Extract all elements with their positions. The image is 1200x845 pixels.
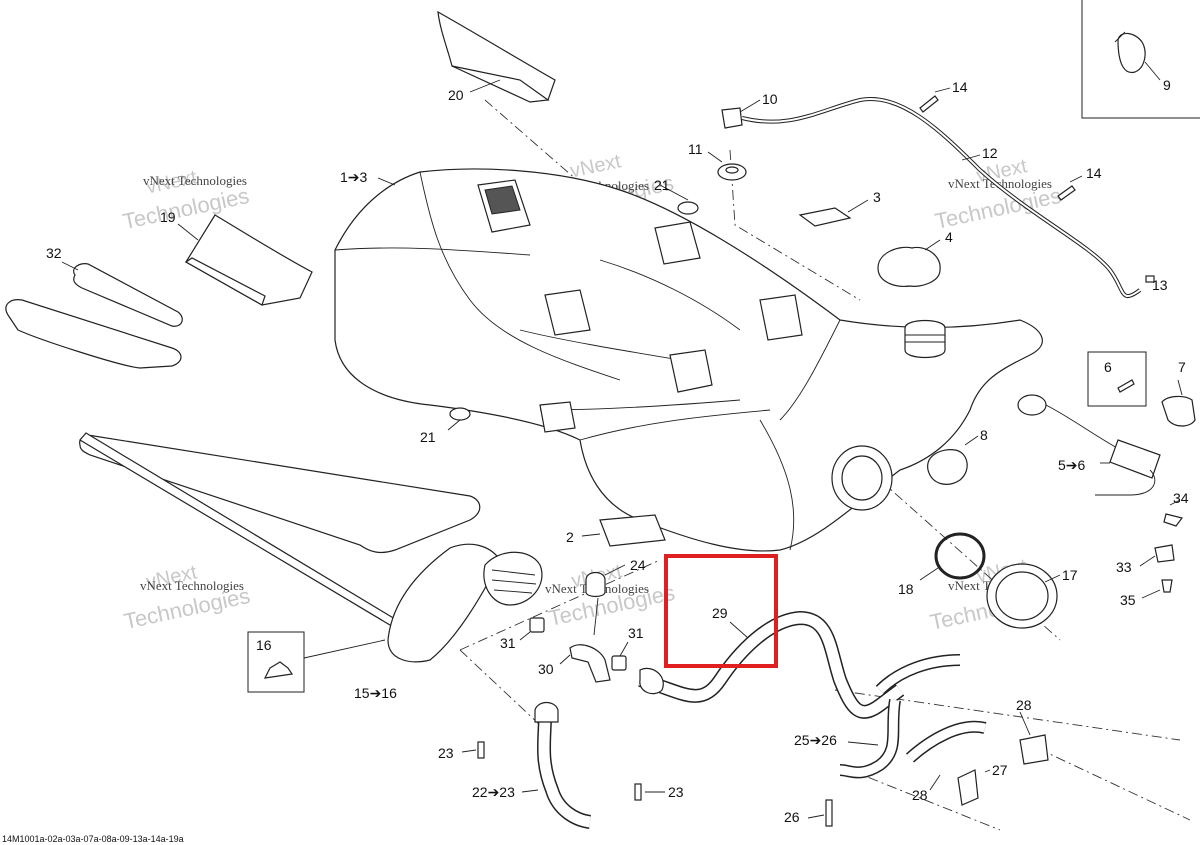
part-34-bracket: 34	[1163, 490, 1189, 527]
part-33-bracket: 33	[1116, 544, 1175, 575]
callout-28-upper: 28	[1016, 697, 1032, 713]
part-17-lock-ring: 17	[986, 563, 1078, 629]
part-3-pad: 3	[798, 189, 881, 227]
callout-18: 18	[898, 581, 914, 597]
callout-23-right: 23	[668, 784, 684, 800]
callout-16: 16	[256, 637, 272, 653]
part-32-tank-pads: 32	[5, 245, 481, 554]
part-29-highlight-box[interactable]: 29	[664, 554, 778, 668]
callout-17: 17	[1062, 567, 1078, 583]
part-11-grommet: 11	[688, 141, 747, 181]
callout-24: 24	[630, 557, 646, 573]
part-15-fuel-pump: 15➔16	[354, 543, 543, 701]
callout-27: 27	[992, 762, 1008, 778]
callout-21-lower: 21	[420, 429, 436, 445]
callout-29: 29	[712, 605, 728, 621]
part-10-vent-valve: 10	[721, 91, 778, 129]
callout-28-lower: 28	[912, 787, 928, 803]
fuel-tank-body	[334, 168, 1043, 552]
watermark-small: vNext Technologies	[143, 173, 247, 188]
callout-23-left: 23	[438, 745, 454, 761]
part-16-inset-box: 16	[247, 631, 386, 693]
part-18-o-ring: 18	[898, 532, 986, 597]
part-19-heat-shield: 19	[160, 209, 313, 306]
part-1-3-label: 1➔3	[340, 169, 396, 186]
callout-13: 13	[1152, 277, 1168, 293]
callout-6: 6	[1104, 359, 1112, 375]
part-2-pad: 2	[566, 514, 666, 547]
part-30-hose: 30	[538, 644, 611, 683]
callout-33: 33	[1116, 559, 1132, 575]
part-27-bracket: 27	[957, 762, 1008, 806]
part-5-level-sensor: 5➔6	[1017, 394, 1161, 496]
callout-4: 4	[945, 229, 953, 245]
callout-11: 11	[688, 141, 703, 157]
watermark-small: vNext Technologies	[140, 578, 244, 593]
callout-10: 10	[762, 91, 778, 107]
part-26-clip: 26	[784, 799, 833, 827]
part-20-heat-shield: 20	[437, 10, 556, 103]
part-21-grommet-lower: 21	[420, 407, 471, 445]
part-28-hose-assembly: 28 28	[875, 654, 1049, 803]
part-31-right-fitting: 31	[611, 625, 644, 671]
part-14-clip-upper: 14	[919, 79, 968, 113]
part-6-inset-box: 6	[1087, 351, 1147, 407]
callout-32: 32	[46, 245, 62, 261]
part-29-fuel-hose	[638, 610, 905, 719]
callout-22-23: 22➔23	[472, 784, 515, 800]
part-24-clamp: 24	[585, 557, 646, 636]
part-25-26-hose: 25➔26	[794, 699, 901, 779]
callout-7: 7	[1178, 359, 1186, 375]
part-12-vent-hose: 12	[741, 96, 1142, 298]
part-23-clip-right: 23	[634, 783, 684, 801]
callout-21-upper: 21	[654, 177, 670, 193]
figure-id: 14M1001a-02a-03a-07a-08a-09-13a-14a-19a	[2, 834, 184, 844]
callout-35: 35	[1120, 592, 1136, 608]
part-31-left-fitting: 31	[500, 617, 545, 651]
part-22-hose: 22➔23	[472, 701, 592, 829]
callout-20: 20	[448, 87, 464, 103]
callout-14-upper: 14	[952, 79, 968, 95]
callout-14-lower: 14	[1086, 165, 1102, 181]
callout-8: 8	[980, 427, 988, 443]
part-4-fuel-cap: 4	[877, 229, 953, 287]
callout-31-right: 31	[628, 625, 644, 641]
part-9-inset-box: 9	[1081, 0, 1200, 119]
callout-26: 26	[784, 809, 800, 825]
part-23-clip-left: 23	[438, 741, 485, 761]
part-21-grommet-upper: 21	[654, 177, 699, 215]
callout-19: 19	[160, 209, 176, 225]
callout-1-3: 1➔3	[340, 169, 368, 185]
callout-5-6: 5➔6	[1058, 457, 1086, 473]
callout-2: 2	[566, 529, 574, 545]
callout-3: 3	[873, 189, 881, 205]
callout-25-26: 25➔26	[794, 732, 837, 748]
part-14-clip-lower: 14	[1057, 165, 1102, 201]
part-13-clamp: 13	[1145, 275, 1168, 293]
callout-9: 9	[1163, 77, 1171, 93]
part-8-ring: 8	[927, 427, 988, 485]
callout-15-16: 15➔16	[354, 685, 397, 701]
part-35-screw: 35	[1120, 579, 1173, 608]
callout-12: 12	[982, 145, 998, 161]
part-7-hose: 7	[1161, 359, 1196, 427]
callout-30: 30	[538, 661, 554, 677]
callout-31-left: 31	[500, 635, 516, 651]
callout-34: 34	[1173, 490, 1189, 506]
watermark-small: vNext Technologies	[948, 176, 1052, 191]
